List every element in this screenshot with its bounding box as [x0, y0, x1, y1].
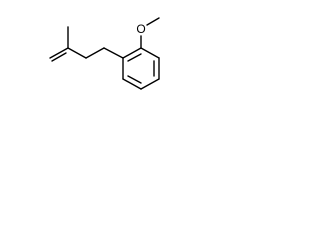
chemical-structure-diagram: O	[49, 17, 160, 90]
ring-double-bond-inner-3	[127, 75, 142, 84]
ring-bond-4	[140, 78, 160, 90]
ring-bond-2	[140, 47, 160, 59]
ring-double-bond-inner-1	[127, 53, 142, 62]
ch2-to-alkene-carbon-bond	[67, 47, 87, 59]
oxygen-atom-label: O	[136, 22, 145, 36]
terminal-alkene-bond	[49, 47, 69, 59]
ch2-ch2-bond	[85, 47, 105, 59]
oxygen-to-methyl-bond	[146, 17, 160, 26]
terminal-alkene-double-bond-line	[51, 52, 67, 62]
benzene-ring	[122, 47, 160, 90]
ring-bond-1	[122, 47, 142, 59]
methoxy-group: O	[136, 17, 160, 49]
alkenyl-side-chain	[49, 26, 124, 62]
ring-to-ch2-bond	[103, 47, 124, 59]
ring-bond-5	[122, 78, 142, 90]
